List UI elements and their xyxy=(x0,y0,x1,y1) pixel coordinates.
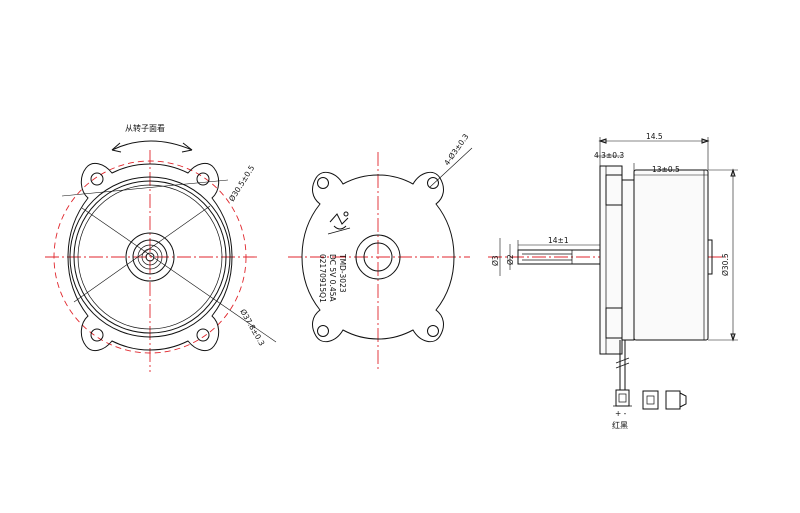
mid-flange-outline xyxy=(301,171,455,343)
front-view-rotor-side: 从转子面看 Ø30.5±0.5 Ø37.8±0.3 xyxy=(45,123,277,372)
rotation-label: 从转子面看 xyxy=(125,123,165,133)
connector-side-icon xyxy=(665,390,687,410)
mount-hole-tr xyxy=(196,172,210,186)
shaft xyxy=(517,249,601,265)
rotor-ring-3 xyxy=(77,184,223,330)
mount-hole-tl xyxy=(90,172,104,186)
center-boss-outer xyxy=(355,234,401,280)
dim-bodydia-arrow-t xyxy=(730,168,736,177)
dia-inner-label: Ø30.5±0.5 xyxy=(227,163,256,203)
mount-hole-br xyxy=(196,328,210,342)
flange-body xyxy=(599,165,623,355)
mid-hole-br xyxy=(427,325,439,337)
connector-back-icon xyxy=(642,390,659,410)
dia-inner-leader-2 xyxy=(73,205,211,303)
rating-text: DC 5V 0.45A xyxy=(328,254,337,302)
center-boss-inner xyxy=(363,242,393,272)
mount-hole-bl xyxy=(90,328,104,342)
rotation-arrow-head-l xyxy=(111,142,122,153)
serial-text: 02170915Q1 xyxy=(318,254,327,303)
flange-outline xyxy=(67,162,233,352)
holes-leader xyxy=(429,147,473,188)
dia-outer-leader xyxy=(81,207,277,343)
dim-overall-label: 14.5 xyxy=(646,132,663,141)
mid-hole-bl xyxy=(317,325,329,337)
rotor-ring-2 xyxy=(73,180,227,334)
pitch-circle xyxy=(53,160,247,354)
polarity-label: + - xyxy=(615,409,627,418)
dim-shaftdia-label: Ø3 xyxy=(491,255,500,266)
rotation-arrow xyxy=(111,140,193,151)
shaft-center xyxy=(145,252,155,262)
dim-overall-arrow-r xyxy=(701,138,710,144)
mid-hole-tl xyxy=(317,177,329,189)
dim-shaftflat-label: Ø2 xyxy=(506,254,515,265)
dim-bodydia-label: Ø30.5 xyxy=(721,253,730,276)
dia-inner-leader xyxy=(61,179,229,197)
rotor-outer-ring xyxy=(69,176,231,338)
motor-can xyxy=(633,169,709,341)
dim-overall-arrow-l xyxy=(598,138,607,144)
step-ring xyxy=(621,179,635,341)
hub-ring-2 xyxy=(141,248,159,266)
holes-label: 4-Ø3±0.3 xyxy=(442,132,470,167)
hub-outer xyxy=(125,232,175,282)
dim-flange-label: 4.3±0.3 xyxy=(594,151,624,160)
wire-colors-label: 红黑 xyxy=(612,420,628,430)
brand-logo-icon xyxy=(327,211,351,235)
dim-shaft-label: 14±1 xyxy=(548,236,569,245)
hub-mid xyxy=(132,239,168,275)
mid-hole-tr xyxy=(427,177,439,189)
dia-outer-label: Ø37.8±0.3 xyxy=(238,308,266,348)
connector-front-icon xyxy=(613,389,632,407)
dim-body-label: 13±0.5 xyxy=(652,165,680,174)
model-text: TMD-3023 xyxy=(338,253,347,293)
rotation-arrow-head-r xyxy=(181,142,193,153)
side-view: 14.5 4.3±0.3 13±0.5 14±1 Ø3 Ø2 Ø30.5 xyxy=(488,132,738,430)
dim-bodydia-arrow-b xyxy=(730,333,736,342)
wire-break xyxy=(615,357,630,369)
rear-bump xyxy=(707,239,713,275)
front-view-label-side: 4-Ø3±0.3 TMD-3023 DC 5V 0.45A 02170915Q1 xyxy=(288,132,473,372)
